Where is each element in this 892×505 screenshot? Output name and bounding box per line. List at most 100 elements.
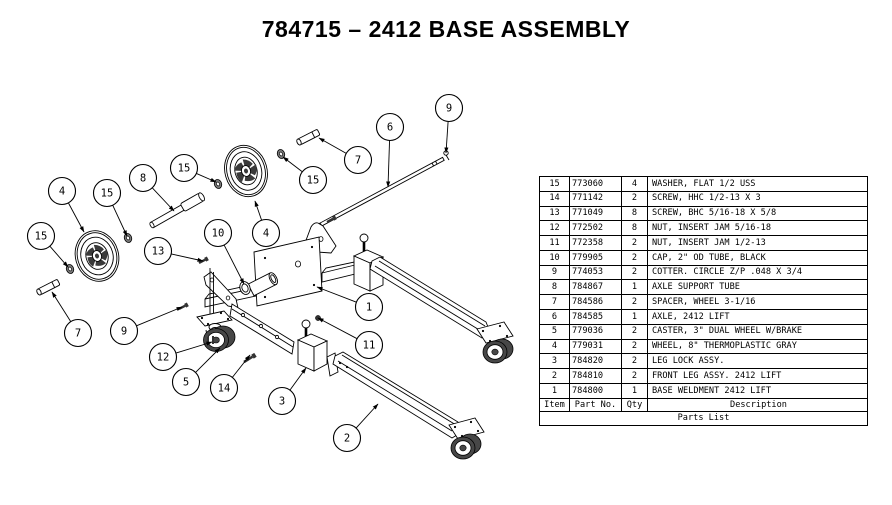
column-header-row: Item Part No. Qty Description [539,397,868,413]
leader-line-7 [51,291,72,322]
washer-2 [123,233,133,243]
cell-part-no: 779031 [569,338,622,355]
leader-line-2 [355,403,379,429]
cell-qty: 2 [621,368,648,384]
cell-item: 11 [539,235,570,251]
cell-part-no: 784586 [569,294,622,311]
cell-qty: 2 [621,338,648,355]
caster-exploded [196,310,236,352]
leader-line-14 [232,354,251,378]
balloon-1 [354,292,384,322]
balloon-label: 12 [157,352,170,364]
cell-item: 8 [539,279,570,296]
leader-line-11 [317,317,358,340]
balloon-label: 15 [35,231,48,243]
cell-qty: 2 [621,235,648,251]
rear-leg [369,256,514,364]
caster-front-icon [450,433,482,460]
cell-part-no: 784820 [569,353,622,370]
column-header-part-no: Part No. [569,397,622,413]
balloon-label: 7 [75,328,81,340]
leader-line-4 [254,200,263,221]
column-header-description: Description [647,397,868,413]
column-header-qty: Qty [621,397,648,413]
balloon-7 [343,145,373,175]
balloon-label: 6 [387,122,393,134]
cell-qty: 2 [621,294,648,311]
cell-part-no: 774053 [569,264,622,281]
cell-item: 4 [539,338,570,355]
balloon-label: 7 [355,155,361,167]
cell-description: SCREW, BHC 5/16-18 X 5/8 [647,205,868,222]
cell-item: 15 [539,176,570,192]
cell-description: SPACER, WHEEL 3-1/16 [647,294,868,311]
cell-part-no: 779905 [569,249,622,266]
caster-rear-icon [482,338,514,364]
leader-line-4 [67,202,85,233]
cell-part-no: 773060 [569,176,622,192]
balloon-label: 15 [307,175,320,187]
cell-item: 14 [539,190,570,207]
balloon-label: 13 [152,246,165,258]
balloon-15 [298,165,328,195]
cell-description: WASHER, FLAT 1/2 USS [647,176,868,192]
axle-rod [318,150,450,228]
balloon-12 [148,342,178,372]
cell-part-no: 784867 [569,279,622,296]
page-title: 784715 – 2412 BASE ASSEMBLY [261,16,631,42]
cell-description: BASE WELDMENT 2412 LIFT [647,382,868,399]
cell-description: COTTER. CIRCLE Z/P .048 X 3/4 [647,264,868,281]
balloon-label: 9 [121,326,127,338]
parts-list-caption: Parts List [539,411,868,426]
cell-qty: 1 [621,279,648,296]
leader-line-5 [195,347,221,373]
leader-line-13 [171,253,204,262]
cell-part-no: 784585 [569,309,622,325]
leader-line-9 [136,306,183,327]
cell-part-no: 772502 [569,220,622,237]
balloon-3 [267,386,297,416]
cell-part-no: 784800 [569,382,622,399]
cell-description: AXLE, 2412 LIFT [647,309,868,325]
wheel-spacer-left [36,279,60,296]
cell-item: 2 [539,368,570,384]
wheel-left [74,230,120,282]
leader-line-12 [175,341,213,354]
balloon-label: 15 [178,163,191,175]
cell-part-no: 771049 [569,205,622,222]
cell-qty: 2 [621,190,648,207]
cell-part-no: 772358 [569,235,622,251]
wheel-spacer-right [296,129,320,146]
screw-bhc-3 [326,215,337,224]
cell-part-no: 784810 [569,368,622,384]
leader-line-7 [318,137,347,154]
cell-description: WHEEL, 8" THERMOPLASTIC GRAY [647,338,868,355]
cell-qty: 8 [621,220,648,237]
balloon-label: 8 [140,173,146,185]
balloon-label: 3 [279,396,285,408]
leader-line-15 [196,172,217,183]
washer-3 [213,179,223,189]
base-weldment [203,222,361,355]
balloon-15 [169,153,199,183]
wheel-right [224,144,268,198]
cell-description: NUT, INSERT JAM 5/16-18 [647,220,868,237]
front-leg [326,351,485,460]
balloon-14 [209,373,239,403]
balloon-2 [332,423,362,453]
balloon-8 [128,163,158,193]
